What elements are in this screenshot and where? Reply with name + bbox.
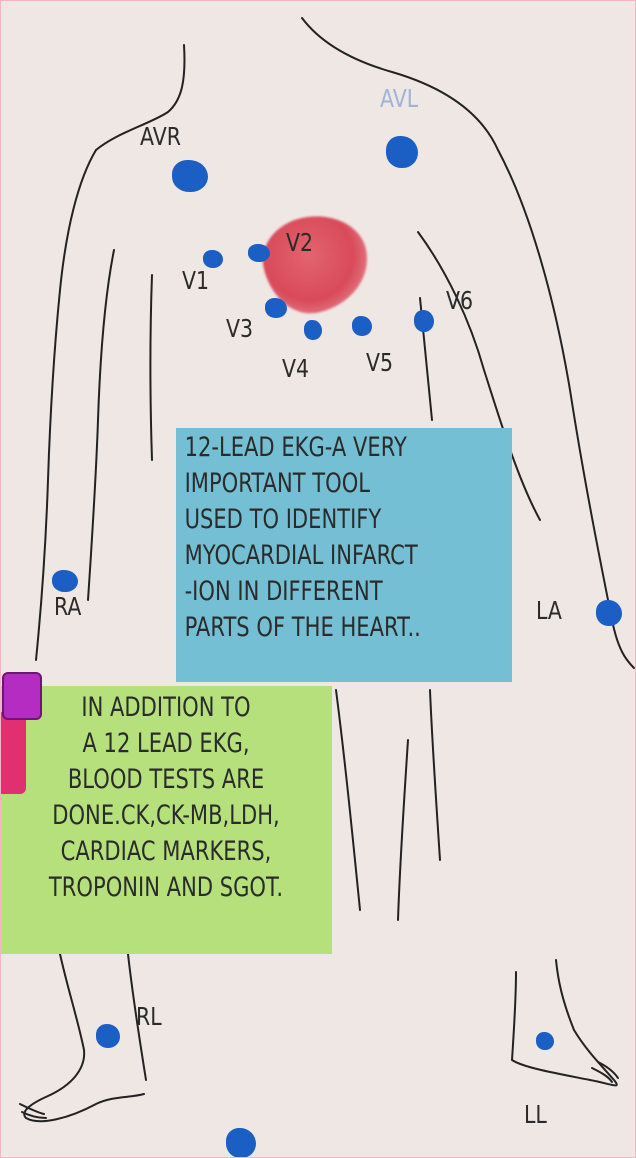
electrode-v2 <box>248 244 270 262</box>
label-avl: AVL <box>380 86 418 111</box>
blood-note-line: CARDIAC MARKERS, <box>37 834 296 870</box>
ekg-note-line: MYOCARDIAL INFARCT <box>176 538 438 574</box>
label-v6: V6 <box>446 288 473 313</box>
ekg-note-line: PARTS OF THE HEART.. <box>176 610 438 646</box>
electrode-ll <box>536 1032 554 1050</box>
label-ra: RA <box>54 594 81 619</box>
label-v3: V3 <box>226 316 253 341</box>
blood-note-line: BLOOD TESTS ARE <box>37 762 296 798</box>
label-v4: V4 <box>282 356 309 381</box>
inner-leg-right-line <box>398 740 408 920</box>
blood-note-line: A 12 LEAD EKG, <box>37 726 296 762</box>
ekg-note-box: 12-LEAD EKG-A VERY IMPORTANT TOOL USED T… <box>176 428 512 682</box>
right-arm-inner-line <box>88 250 114 600</box>
electrode-rl <box>96 1024 120 1048</box>
electrode-bottom <box>226 1128 256 1158</box>
electrode-v4 <box>304 320 322 340</box>
label-avr: AVR <box>140 124 181 149</box>
right-hip-line <box>430 690 440 860</box>
blood-tests-note-box: IN ADDITION TO A 12 LEAD EKG, BLOOD TEST… <box>0 686 332 954</box>
marker-pen-body <box>0 712 26 794</box>
ekg-note-line: -ION IN DIFFERENT <box>176 574 438 610</box>
electrode-la <box>596 600 622 626</box>
label-v5: V5 <box>366 350 393 375</box>
ekg-note-line: 12-LEAD EKG-A VERY <box>176 430 438 466</box>
electrode-v6 <box>414 310 434 332</box>
blood-note-line: TROPONIN AND SGOT. <box>37 870 296 906</box>
electrode-v5 <box>352 316 372 336</box>
label-v1: V1 <box>182 268 209 293</box>
label-ll: LL <box>524 1102 547 1127</box>
ekg-note-line: IMPORTANT TOOL <box>176 466 438 502</box>
marker-pen-cap <box>2 672 42 720</box>
left-leg-line <box>512 960 617 1085</box>
blood-note-line: IN ADDITION TO <box>37 690 296 726</box>
right-leg-line <box>24 954 144 1121</box>
label-v2: V2 <box>286 230 313 255</box>
electrode-ra <box>52 570 78 592</box>
blood-note-line: DONE.CK,CK-MB,LDH, <box>37 798 296 834</box>
left-torso-line <box>151 275 153 460</box>
ekg-note-line: USED TO IDENTIFY <box>176 502 438 538</box>
left-arm-outer-line <box>498 150 634 668</box>
label-la: LA <box>536 598 562 623</box>
label-rl: RL <box>136 1004 162 1029</box>
electrode-v3 <box>265 298 287 318</box>
inner-leg-left-line <box>336 690 360 910</box>
electrode-avr <box>172 160 208 192</box>
electrode-avl <box>386 136 418 168</box>
